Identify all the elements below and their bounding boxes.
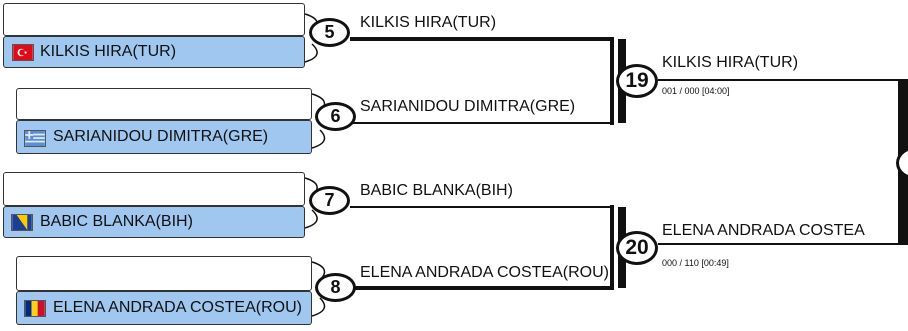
tur-flag-icon bbox=[12, 44, 34, 61]
match-20-score: 000 / 110 [00:49] bbox=[662, 258, 729, 268]
gre-flag-icon bbox=[24, 130, 46, 147]
match-20-winner: ELENA ANDRADA COSTEA bbox=[662, 222, 865, 239]
match-7-winner: BABIC BLANKA(BIH) bbox=[360, 182, 513, 199]
entry-slot-athlete[interactable]: SARIANIDOU DIMITRA(GRE) bbox=[16, 120, 312, 154]
match-19-score: 001 / 000 [04:00] bbox=[662, 86, 730, 96]
match-number-badge[interactable]: 5 bbox=[309, 18, 350, 47]
athlete-name: KILKIS HIRA(TUR) bbox=[40, 43, 177, 60]
match-19-winner: KILKIS HIRA(TUR) bbox=[662, 54, 799, 71]
entry-slot-empty bbox=[16, 256, 312, 291]
entry-slot-empty bbox=[16, 88, 312, 120]
match-5-winner: KILKIS HIRA(TUR) bbox=[360, 14, 497, 31]
entry-slot-athlete[interactable]: ELENA ANDRADA COSTEA(ROU) bbox=[16, 291, 312, 325]
athlete-name: BABIC BLANKA(BIH) bbox=[40, 213, 193, 230]
match-number-badge[interactable]: 20 bbox=[616, 231, 658, 265]
match-number-badge[interactable]: 6 bbox=[315, 102, 356, 131]
athlete-name: ELENA ANDRADA COSTEA(ROU) bbox=[53, 299, 302, 316]
entry-slot-empty bbox=[3, 172, 305, 206]
match-number-badge[interactable]: 8 bbox=[315, 273, 356, 302]
match-8-winner: ELENA ANDRADA COSTEA(ROU) bbox=[360, 264, 609, 281]
match-number-badge[interactable]: 7 bbox=[309, 186, 350, 215]
entry-slot-athlete[interactable]: BABIC BLANKA(BIH) bbox=[3, 206, 305, 238]
athlete-name: SARIANIDOU DIMITRA(GRE) bbox=[53, 128, 269, 145]
match-6-winner: SARIANIDOU DIMITRA(GRE) bbox=[360, 98, 576, 115]
entry-slot-empty bbox=[3, 3, 305, 36]
entry-slot-athlete[interactable]: KILKIS HIRA(TUR) bbox=[3, 36, 305, 68]
match-number-badge[interactable]: 19 bbox=[616, 64, 658, 98]
rou-flag-icon bbox=[24, 300, 46, 317]
bih-flag-icon bbox=[11, 214, 33, 231]
